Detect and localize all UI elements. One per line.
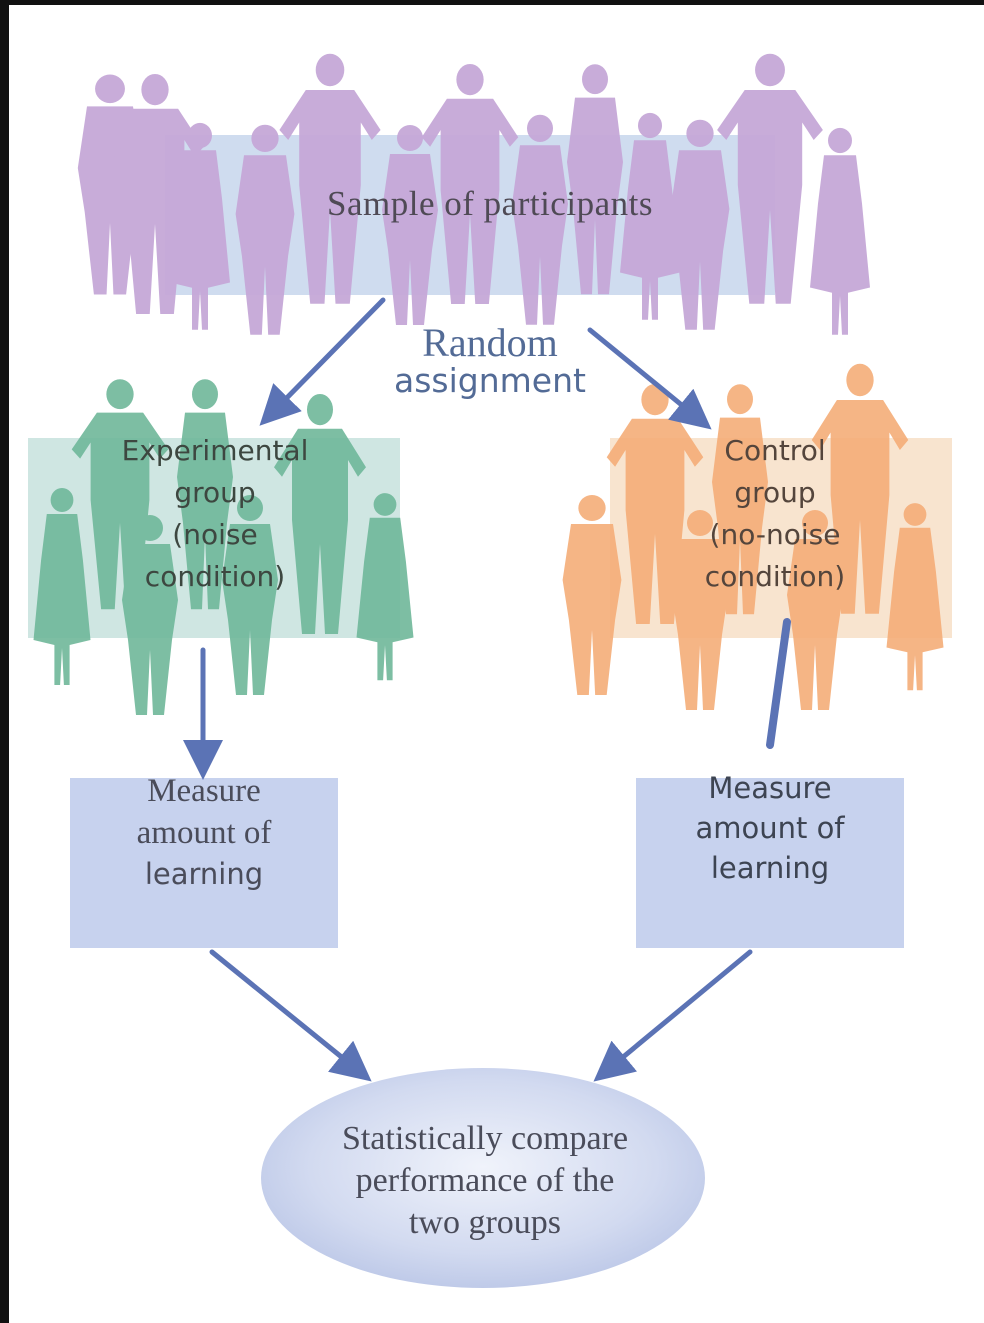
control-label-line: condition) — [704, 560, 846, 593]
experimental-label-line: Experimental — [121, 434, 309, 467]
measure-left-label: Measure amount of learning — [70, 770, 338, 894]
random-assignment-label: Random assignment — [340, 322, 640, 399]
measure-box-right — [636, 778, 904, 948]
experimental-label-line: group — [174, 476, 256, 509]
compare-label-line: Statistically compare — [341, 1120, 629, 1157]
compare-label: Statistically compare performance of the… — [270, 1118, 700, 1244]
control-crowd — [562, 363, 952, 710]
control-label-line: group — [734, 476, 816, 509]
measure-right-line1: Measure — [708, 771, 832, 805]
arrow-left-to-compare — [209, 949, 372, 1082]
sample-crowd — [77, 53, 870, 335]
measure-left-line1: Measure — [147, 773, 261, 809]
measure-right-label: Measure amount of learning — [636, 768, 904, 888]
line-control-to-measure — [766, 618, 791, 749]
measure-left-line2: amount of — [136, 815, 272, 851]
compare-label-line: two groups — [408, 1204, 562, 1241]
experimental-crowd — [28, 379, 414, 715]
compare-label-line: performance of the — [355, 1162, 615, 1199]
experimental-label-line: condition) — [144, 560, 286, 593]
arrow-to-experimental — [259, 297, 386, 426]
random-assignment-line1: Random — [422, 320, 558, 365]
compare-oval — [261, 1068, 705, 1288]
experimental-group-label: Experimental group (noise condition) — [80, 430, 350, 598]
measure-left-line3: learning — [144, 857, 264, 891]
experimental-label-line: (noise — [172, 518, 258, 551]
sample-label: Sample of participants — [327, 184, 653, 223]
control-label-line: (no-noise — [709, 518, 841, 551]
arrow-right-to-compare — [593, 949, 753, 1082]
measure-right-line3: learning — [710, 851, 830, 885]
control-label-line: Control — [724, 434, 826, 467]
random-assignment-line2: assignment — [394, 361, 586, 400]
measure-right-line2: amount of — [695, 811, 845, 845]
control-group-label: Control group (no-noise condition) — [650, 430, 900, 598]
measure-box-left — [70, 778, 338, 948]
arrow-to-control — [587, 327, 712, 430]
